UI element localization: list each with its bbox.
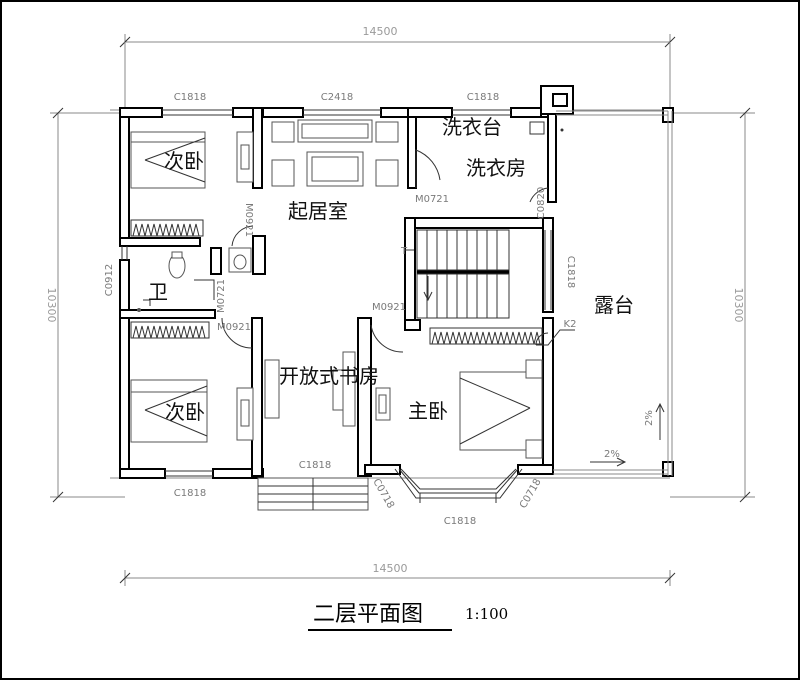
wardrobes	[130, 219, 543, 345]
window-label-top-mid: C2418	[321, 92, 353, 103]
window-frames	[121, 109, 552, 477]
room-label-bathroom: 卫	[148, 280, 168, 304]
dim-left-total: 10300	[45, 288, 58, 323]
door-label-master: M0921	[372, 302, 406, 313]
door-label-bedroom-north: M0921	[243, 203, 254, 237]
furniture	[130, 119, 543, 511]
drawing-scale: 1:100	[465, 605, 508, 623]
window-label-stair: C1818	[565, 256, 576, 288]
window-label-bay-right: C0718	[518, 477, 544, 511]
dim-bottom-total: 14500	[373, 562, 408, 575]
window-label-bay-left: C0718	[370, 477, 396, 511]
door-swings	[194, 121, 564, 353]
walls	[119, 85, 674, 479]
room-label-master-bedroom: 主卧	[408, 399, 448, 423]
door-label-bathroom: M0721	[216, 279, 227, 313]
slope-arrows	[590, 402, 665, 467]
window-label-laundry-side: C0820	[536, 187, 547, 219]
ac-leader-line	[536, 329, 575, 346]
window-label-top-right: C1818	[467, 92, 499, 103]
room-label-study: 开放式书房	[279, 364, 379, 388]
room-label-laundry-counter: 洗衣台	[442, 115, 502, 139]
room-label-terrace: 露台	[594, 293, 634, 317]
drawing-title: 二层平面图	[313, 602, 423, 627]
dim-right-total: 10300	[732, 288, 745, 323]
room-label-laundry-room: 洗衣房	[466, 156, 526, 180]
dim-top-total: 14500	[363, 25, 398, 38]
dimension-lines	[50, 34, 755, 586]
door-label-laundry: M0721	[415, 194, 449, 205]
room-label-bedroom-south: 次卧	[165, 400, 205, 424]
room-label-bedroom-north: 次卧	[164, 149, 204, 173]
window-label-top-left: C1818	[174, 92, 206, 103]
slope-horizontal-label: 2%	[604, 449, 620, 460]
room-label-living-room: 起居室	[288, 199, 348, 223]
window-label-bathroom: C0912	[104, 264, 115, 296]
slope-vertical-label: 2%	[644, 410, 655, 426]
window-label-bottom-left: C1818	[174, 488, 206, 499]
window-label-bottom-mid: C1818	[299, 460, 331, 471]
stair-marker: T	[400, 246, 408, 257]
door-label-bedroom-south: M0921	[217, 322, 251, 333]
ac-unit-label: K2	[564, 319, 577, 330]
bay-window-outline	[394, 468, 523, 499]
window-label-bay-bottom: C1818	[444, 516, 476, 527]
stairs	[404, 229, 510, 319]
